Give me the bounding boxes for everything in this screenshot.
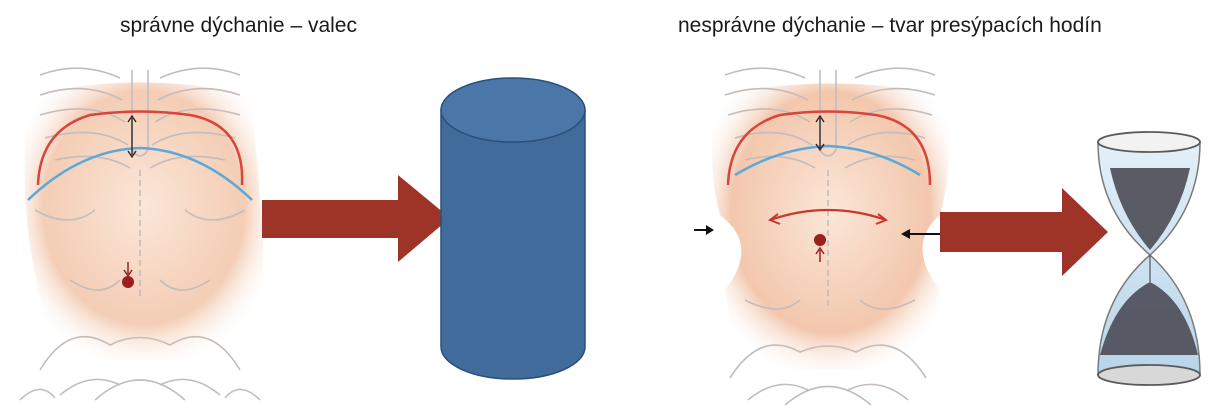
right-transform-arrow: [940, 188, 1108, 276]
left-torso-illustration: [20, 68, 263, 400]
navel-marker: [122, 276, 134, 288]
right-torso-illustration: [694, 68, 949, 405]
cylinder-icon: [441, 78, 585, 379]
hourglass-icon: [1098, 132, 1200, 385]
navel-marker-right: [814, 234, 826, 246]
left-transform-arrow: [262, 175, 450, 262]
